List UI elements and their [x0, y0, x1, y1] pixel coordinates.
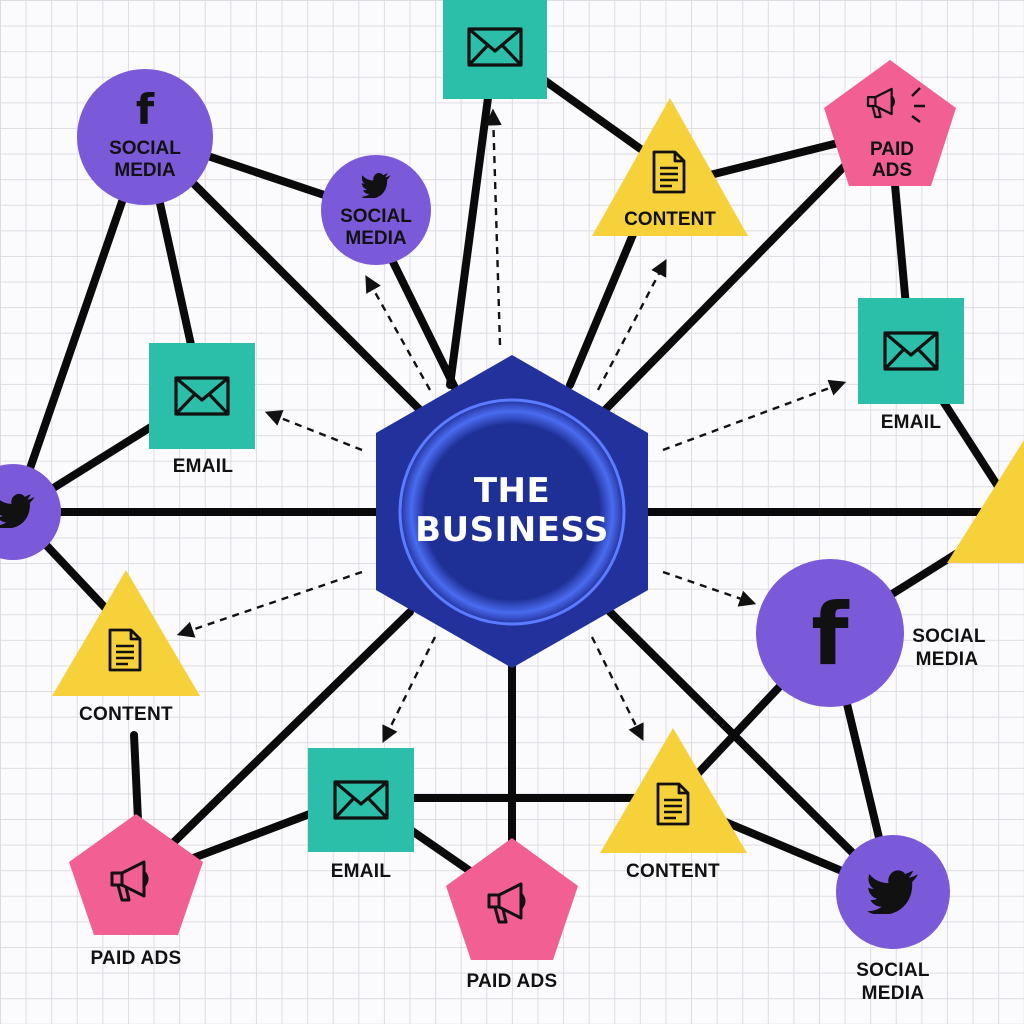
social-tw-bottomright-label-line1: SOCIAL: [856, 960, 930, 981]
social-fb-right-label-line2: MEDIA: [916, 649, 979, 670]
node-email-bottom[interactable]: EMAIL: [308, 748, 414, 882]
node-content-right-edge[interactable]: [947, 440, 1024, 563]
document-icon: [652, 150, 686, 194]
hub-inner-circle: [398, 398, 626, 626]
node-social-tw-left[interactable]: [0, 464, 61, 560]
facebook-icon: f: [811, 585, 850, 685]
paid-pentagon: [824, 60, 956, 186]
content-left-label: CONTENT: [79, 704, 173, 725]
flow-arrow-right-up: [662, 379, 847, 452]
email-square: [308, 748, 414, 852]
content-triangle: [947, 440, 1024, 563]
edge-hub-email-top: [446, 41, 499, 389]
flow-arrow-up-left: [365, 275, 432, 391]
node-paid-bottomleft[interactable]: PAID ADS: [69, 814, 203, 969]
edge-hub-paid-bottomleft: [131, 608, 414, 884]
flow-arrow-down-left: [382, 636, 437, 744]
node-social-fb-right[interactable]: f SOCIAL MEDIA: [756, 559, 986, 707]
node-email-right[interactable]: EMAIL: [858, 298, 964, 433]
social-tw-topmid-label-line2: MEDIA: [345, 228, 407, 249]
node-paid-bottom[interactable]: PAID ADS: [446, 838, 578, 992]
social-fb-right-label-line1: SOCIAL: [912, 626, 986, 647]
social-fb-topleft-label-line2: MEDIA: [114, 160, 176, 181]
social-circle: [756, 559, 904, 707]
paid-pentagon: [69, 814, 203, 935]
paid-topright-label-line2: ADS: [872, 160, 912, 181]
social-circle: [321, 155, 431, 265]
hub-the-business[interactable]: THE BUSINESS: [376, 355, 648, 668]
node-social-fb-topleft[interactable]: f SOCIAL MEDIA: [77, 69, 213, 205]
content-topright-label: CONTENT: [624, 209, 716, 230]
social-tw-topmid-label-line1: SOCIAL: [340, 206, 412, 227]
edge-content-left-paid-bottomleft: [130, 731, 142, 824]
paid-bottom-label: PAID ADS: [466, 971, 557, 992]
flow-arrow-left-down: [176, 570, 363, 638]
flow-arrow-right-down: [662, 570, 757, 607]
document-icon: [108, 628, 142, 672]
email-left-label: EMAIL: [173, 456, 234, 477]
node-content-bottom[interactable]: CONTENT: [600, 728, 747, 882]
paid-pentagon: [446, 838, 578, 960]
megaphone-sound-lines: [911, 87, 925, 123]
edge-hub-paid-topright: [601, 126, 884, 414]
flow-arrow-up: [485, 108, 502, 346]
node-paid-topright[interactable]: PAID ADS: [824, 60, 956, 186]
paid-topright-label-line1: PAID: [870, 139, 914, 160]
node-content-left[interactable]: CONTENT: [52, 570, 200, 725]
document-icon: [656, 782, 690, 826]
email-right-label: EMAIL: [881, 412, 942, 433]
social-circle: [77, 69, 213, 205]
hub-title-line1: THE: [474, 471, 550, 511]
social-circle: [0, 464, 61, 560]
node-social-tw-topmid[interactable]: SOCIAL MEDIA: [321, 155, 431, 265]
edge-hub-social-tw-topmid: [388, 256, 459, 392]
edge-hub-social-tw-bottomright: [606, 608, 894, 894]
node-email-top[interactable]: [443, 0, 547, 99]
flow-arrow-up-right: [596, 259, 667, 391]
node-social-tw-bottomright[interactable]: SOCIAL MEDIA: [836, 835, 950, 1004]
social-tw-bottomright-label-line2: MEDIA: [862, 983, 925, 1004]
email-square: [149, 343, 255, 449]
content-bottom-label: CONTENT: [626, 861, 720, 882]
social-fb-topleft-label-line1: SOCIAL: [109, 138, 181, 159]
flow-arrow-left-up: [264, 410, 363, 452]
flow-arrows: [176, 108, 847, 744]
hub-title-line2: BUSINESS: [415, 510, 609, 550]
paid-bottomleft-label: PAID ADS: [90, 948, 181, 969]
flow-arrow-down-right: [590, 636, 644, 742]
node-content-topright[interactable]: CONTENT: [592, 98, 748, 236]
node-email-left[interactable]: EMAIL: [149, 343, 255, 477]
email-bottom-label: EMAIL: [331, 861, 392, 882]
facebook-icon: f: [136, 85, 155, 134]
email-square: [858, 298, 964, 404]
